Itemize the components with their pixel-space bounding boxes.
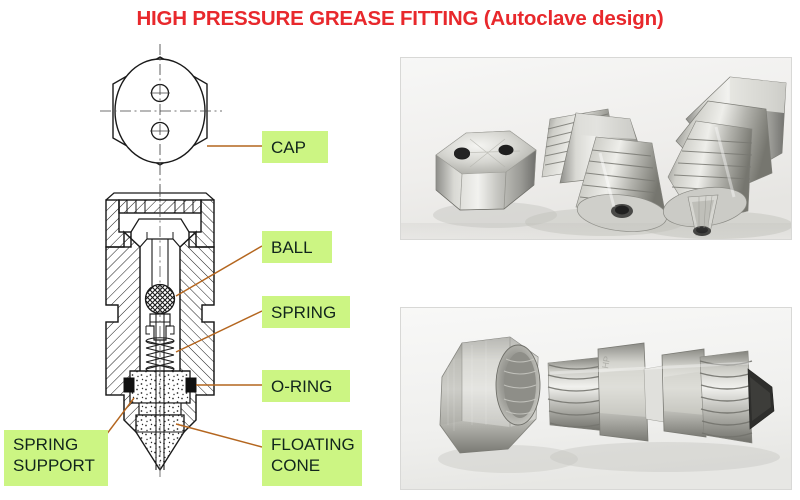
photo-part-hex-cap: [435, 130, 537, 211]
photo-three-components-image: [400, 57, 792, 240]
photo-part-assembled-body: HP: [547, 342, 775, 444]
photo-part-threaded-fitting: [541, 108, 668, 232]
photo-part-hex-nut: [439, 336, 541, 454]
photo-three-components: [400, 57, 792, 240]
photo-assembled-fitting-image: HP: [400, 307, 792, 490]
photo-assembled-fitting: HP: [400, 307, 792, 490]
leader-floating-cone: [175, 423, 263, 448]
callout-floating-cone-text: FLOATING CONE: [271, 435, 355, 475]
leader-ball: [175, 245, 263, 297]
callout-spring: SPRING: [262, 296, 350, 328]
photo-part-cone-fitting: [662, 76, 787, 236]
callout-cap: CAP: [262, 131, 328, 163]
callout-floating-cone: FLOATING CONE: [262, 430, 362, 486]
photo-three-components-border: [400, 57, 792, 240]
callout-spring-support: SPRING SUPPORT: [4, 430, 108, 486]
technical-drawing: [99, 44, 263, 478]
callout-spring-support-text: SPRING SUPPORT: [13, 435, 95, 475]
photo-assembled-fitting-border: [400, 307, 792, 490]
callout-oring: O-RING: [262, 370, 350, 402]
svg-text:HP: HP: [600, 355, 612, 369]
leader-spring: [175, 310, 263, 353]
top-view-hex-cap: [100, 44, 222, 213]
page-title: HIGH PRESSURE GREASE FITTING (Autoclave …: [136, 7, 664, 30]
section-body: [105, 230, 215, 450]
callout-cap-text: CAP: [271, 137, 306, 157]
callout-ball: BALL: [262, 231, 332, 263]
callout-oring-text: O-RING: [271, 376, 333, 396]
callout-ball-text: BALL: [271, 237, 313, 257]
callout-spring-text: SPRING: [271, 302, 337, 322]
